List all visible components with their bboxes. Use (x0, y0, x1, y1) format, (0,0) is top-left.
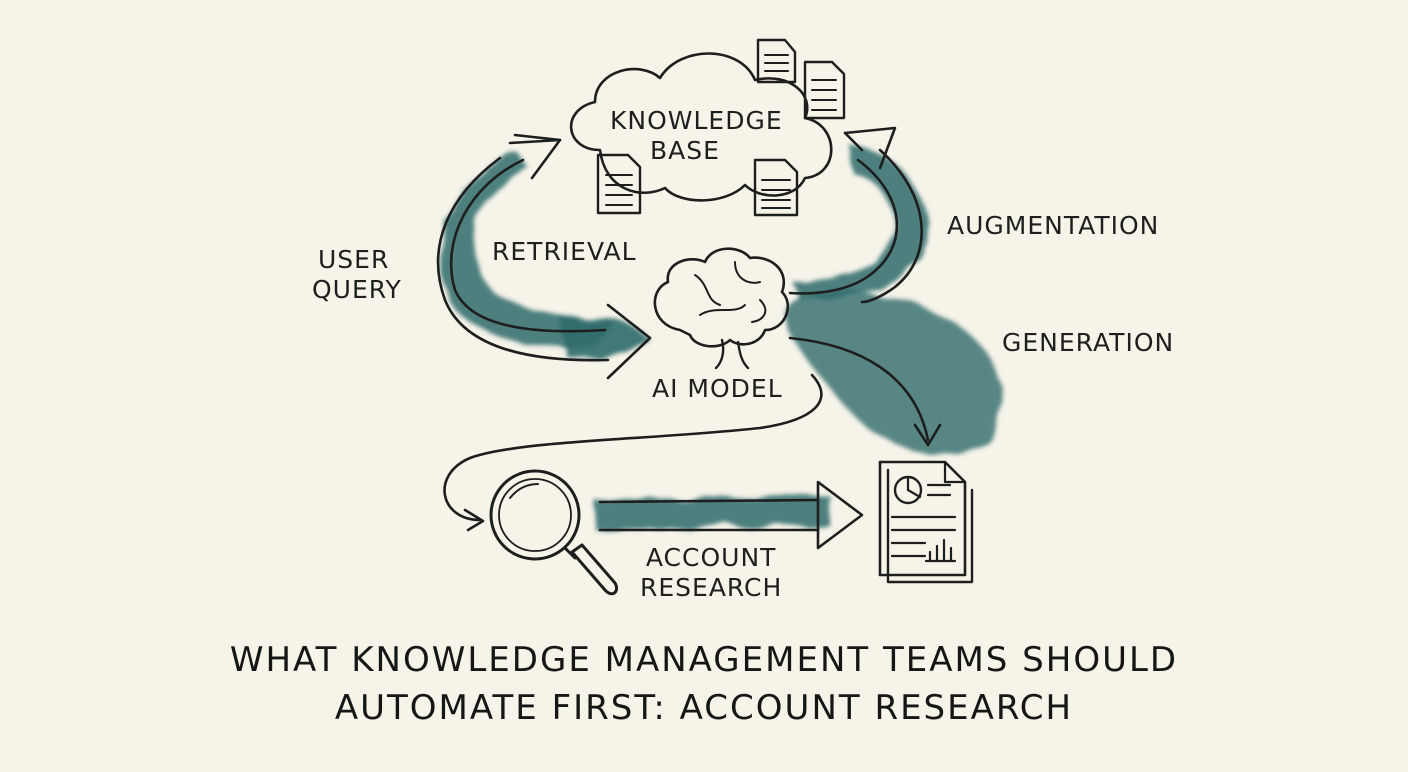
retrieval-connector (508, 138, 562, 145)
generation-label: GENERATION (1002, 328, 1175, 357)
account-research-arrow (598, 480, 864, 550)
document-icon (756, 38, 797, 84)
loop-to-search-arrow (443, 373, 823, 532)
ai-model-label: AI MODEL (652, 374, 783, 403)
knowledge-base-label-line1: KNOWLEDGE (610, 106, 783, 135)
account-research-label-line2: RESEARCH (640, 573, 783, 602)
caption-line2: AUTOMATE FIRST: ACCOUNT RESEARCH (334, 688, 1074, 728)
user-query-wash-end (560, 315, 648, 359)
report-document-icon (878, 460, 974, 584)
augmentation-wash (790, 145, 927, 300)
document-icon (753, 158, 799, 217)
generation-wash (784, 291, 1002, 456)
knowledge-base-label: KNOWLEDGE BASE (610, 106, 783, 166)
knowledge-base-label-line2: BASE (650, 136, 720, 165)
account-research-wash (595, 495, 830, 530)
account-research-label: ACCOUNT RESEARCH (640, 543, 782, 603)
watercolor-washes (440, 145, 1002, 530)
caption-line1: WHAT KNOWLEDGE MANAGEMENT TEAMS SHOULD (229, 640, 1179, 680)
augmentation-arrow (788, 126, 923, 304)
user-query-wash (440, 150, 615, 346)
retrieval-label: RETRIEVAL (492, 237, 637, 266)
user-query-label: USER QUERY (312, 245, 402, 305)
document-icon (596, 153, 642, 215)
account-research-label-line1: ACCOUNT (645, 543, 777, 572)
document-icon (803, 60, 846, 120)
brain-icon (653, 247, 790, 370)
user-query-label-line2: QUERY (312, 275, 402, 304)
diagram-caption: WHAT KNOWLEDGE MANAGEMENT TEAMS SHOULD A… (0, 636, 1408, 732)
user-query-label-line1: USER (318, 245, 390, 274)
augmentation-label: AUGMENTATION (947, 211, 1160, 240)
magnifier-icon (489, 469, 619, 596)
generation-arrow (788, 336, 942, 447)
